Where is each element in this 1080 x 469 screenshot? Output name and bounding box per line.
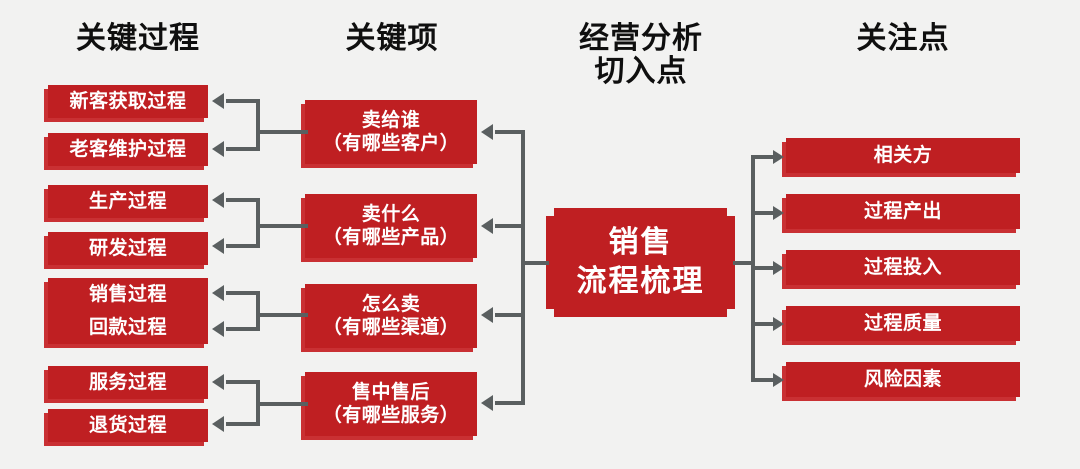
process-label: 新客获取过程 bbox=[69, 90, 187, 112]
connector-arm bbox=[495, 401, 523, 405]
connector-stem bbox=[256, 130, 308, 134]
arrowhead-icon bbox=[212, 141, 224, 157]
key-item-line2: （有哪些产品） bbox=[322, 227, 460, 248]
key-item-line2: （有哪些服务） bbox=[322, 405, 460, 426]
focus-node[interactable]: 过程产出 bbox=[782, 194, 1020, 233]
connector-center-stem-left bbox=[521, 261, 549, 265]
heading-key-processes: 关键过程 bbox=[76, 22, 200, 55]
focus-label: 过程产出 bbox=[863, 200, 942, 222]
connector-arm bbox=[751, 266, 775, 270]
key-item-node[interactable]: 售中售后 （有哪些服务） bbox=[301, 372, 477, 440]
connector-stem bbox=[256, 402, 308, 406]
connector-arm bbox=[226, 198, 260, 202]
arrowhead-icon bbox=[773, 261, 784, 275]
heading-analysis-entry: 经营分析 切入点 bbox=[579, 22, 703, 88]
connector-branch-trunk bbox=[256, 198, 260, 248]
key-item-line1: 怎么卖 bbox=[361, 293, 421, 315]
focus-node[interactable]: 过程投入 bbox=[782, 250, 1020, 289]
connector-arm bbox=[751, 155, 775, 159]
connector-arm bbox=[226, 147, 260, 151]
process-node[interactable]: 生产过程 bbox=[44, 185, 208, 222]
heading-key-items: 关键项 bbox=[345, 22, 439, 55]
key-item-line2: （有哪些渠道） bbox=[322, 317, 460, 338]
arrowhead-icon bbox=[773, 206, 784, 220]
process-label: 退货过程 bbox=[88, 414, 167, 436]
key-item-node[interactable]: 怎么卖 （有哪些渠道） bbox=[301, 284, 477, 352]
connector-arm bbox=[226, 327, 260, 331]
focus-node[interactable]: 风险因素 bbox=[782, 362, 1020, 401]
connector-arm bbox=[226, 99, 260, 103]
connector-stem bbox=[256, 224, 308, 228]
arrowhead-icon bbox=[212, 238, 224, 254]
arrowhead-icon bbox=[481, 307, 493, 323]
process-label: 服务过程 bbox=[88, 371, 167, 393]
process-node[interactable]: 服务过程 bbox=[44, 366, 208, 403]
connector-arm bbox=[495, 130, 523, 134]
connector-arm bbox=[751, 322, 775, 326]
arrowhead-icon bbox=[212, 416, 224, 432]
connector-branch-trunk bbox=[256, 99, 260, 151]
focus-label: 相关方 bbox=[873, 144, 933, 166]
center-node[interactable]: 销售 流程梳理 bbox=[546, 208, 735, 317]
connector-center-stem-right bbox=[733, 261, 755, 265]
focus-node[interactable]: 过程质量 bbox=[782, 306, 1020, 345]
connector-arm bbox=[751, 211, 775, 215]
connector-branch-trunk bbox=[256, 291, 260, 331]
arrowhead-icon bbox=[481, 124, 493, 140]
process-label: 销售过程 bbox=[88, 283, 167, 305]
process-node[interactable]: 销售过程 bbox=[44, 278, 208, 315]
process-node[interactable]: 退货过程 bbox=[44, 409, 208, 446]
connector-left-trunk bbox=[521, 130, 525, 405]
arrowhead-icon bbox=[481, 395, 493, 411]
key-item-node[interactable]: 卖什么 （有哪些产品） bbox=[301, 194, 477, 262]
connector-arm bbox=[226, 380, 260, 384]
arrowhead-icon bbox=[212, 93, 224, 109]
arrowhead-icon bbox=[481, 218, 493, 234]
process-label: 老客维护过程 bbox=[69, 138, 187, 160]
process-label: 生产过程 bbox=[88, 190, 167, 212]
process-node[interactable]: 老客维护过程 bbox=[44, 133, 208, 170]
process-node[interactable]: 新客获取过程 bbox=[44, 85, 208, 122]
process-node[interactable]: 研发过程 bbox=[44, 232, 208, 269]
connector-arm bbox=[226, 422, 260, 426]
process-label: 回款过程 bbox=[88, 316, 167, 338]
connector-stem bbox=[256, 313, 308, 317]
connector-arm bbox=[751, 378, 775, 382]
process-label: 研发过程 bbox=[88, 237, 167, 259]
arrowhead-icon bbox=[212, 321, 224, 337]
focus-label: 过程质量 bbox=[863, 312, 942, 334]
process-node[interactable]: 回款过程 bbox=[44, 311, 208, 348]
arrowhead-icon bbox=[212, 374, 224, 390]
key-item-line1: 卖什么 bbox=[361, 203, 421, 225]
arrowhead-icon bbox=[773, 150, 784, 164]
arrowhead-icon bbox=[773, 373, 784, 387]
connector-arm bbox=[226, 244, 260, 248]
arrowhead-icon bbox=[212, 192, 224, 208]
key-item-line1: 卖给谁 bbox=[361, 109, 421, 131]
focus-node[interactable]: 相关方 bbox=[782, 138, 1020, 177]
center-line1: 销售 bbox=[608, 226, 673, 260]
arrowhead-icon bbox=[773, 317, 784, 331]
connector-arm bbox=[495, 313, 523, 317]
focus-label: 风险因素 bbox=[863, 368, 942, 390]
focus-label: 过程投入 bbox=[863, 256, 942, 278]
connector-arm bbox=[226, 291, 260, 295]
key-item-line2: （有哪些客户） bbox=[322, 133, 460, 154]
key-item-line1: 售中售后 bbox=[351, 381, 430, 403]
key-item-node[interactable]: 卖给谁 （有哪些客户） bbox=[301, 100, 477, 168]
connector-arm bbox=[495, 224, 523, 228]
arrowhead-icon bbox=[212, 285, 224, 301]
heading-focus-points: 关注点 bbox=[856, 22, 950, 55]
center-line2: 流程梳理 bbox=[576, 264, 705, 298]
